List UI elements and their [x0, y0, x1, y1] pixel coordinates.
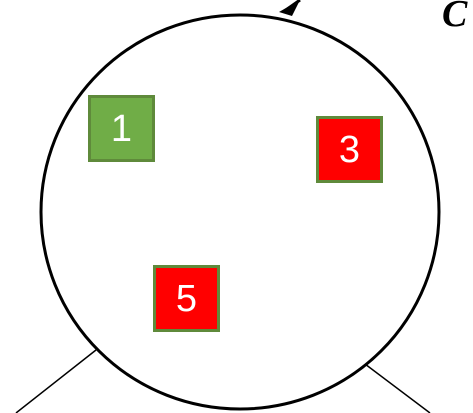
box-1-label: 1 [110, 107, 133, 150]
box-3-label: 3 [338, 128, 361, 171]
left-connector-line [15, 349, 97, 413]
box-1: 1 [88, 95, 155, 162]
box-5: 5 [153, 265, 220, 332]
right-connector-line [364, 363, 431, 413]
circle-outline [39, 13, 441, 411]
arrow-head-icon [279, 0, 300, 16]
box-5-label: 5 [175, 277, 198, 320]
box-3: 3 [316, 116, 383, 183]
corner-label: C [442, 0, 468, 35]
